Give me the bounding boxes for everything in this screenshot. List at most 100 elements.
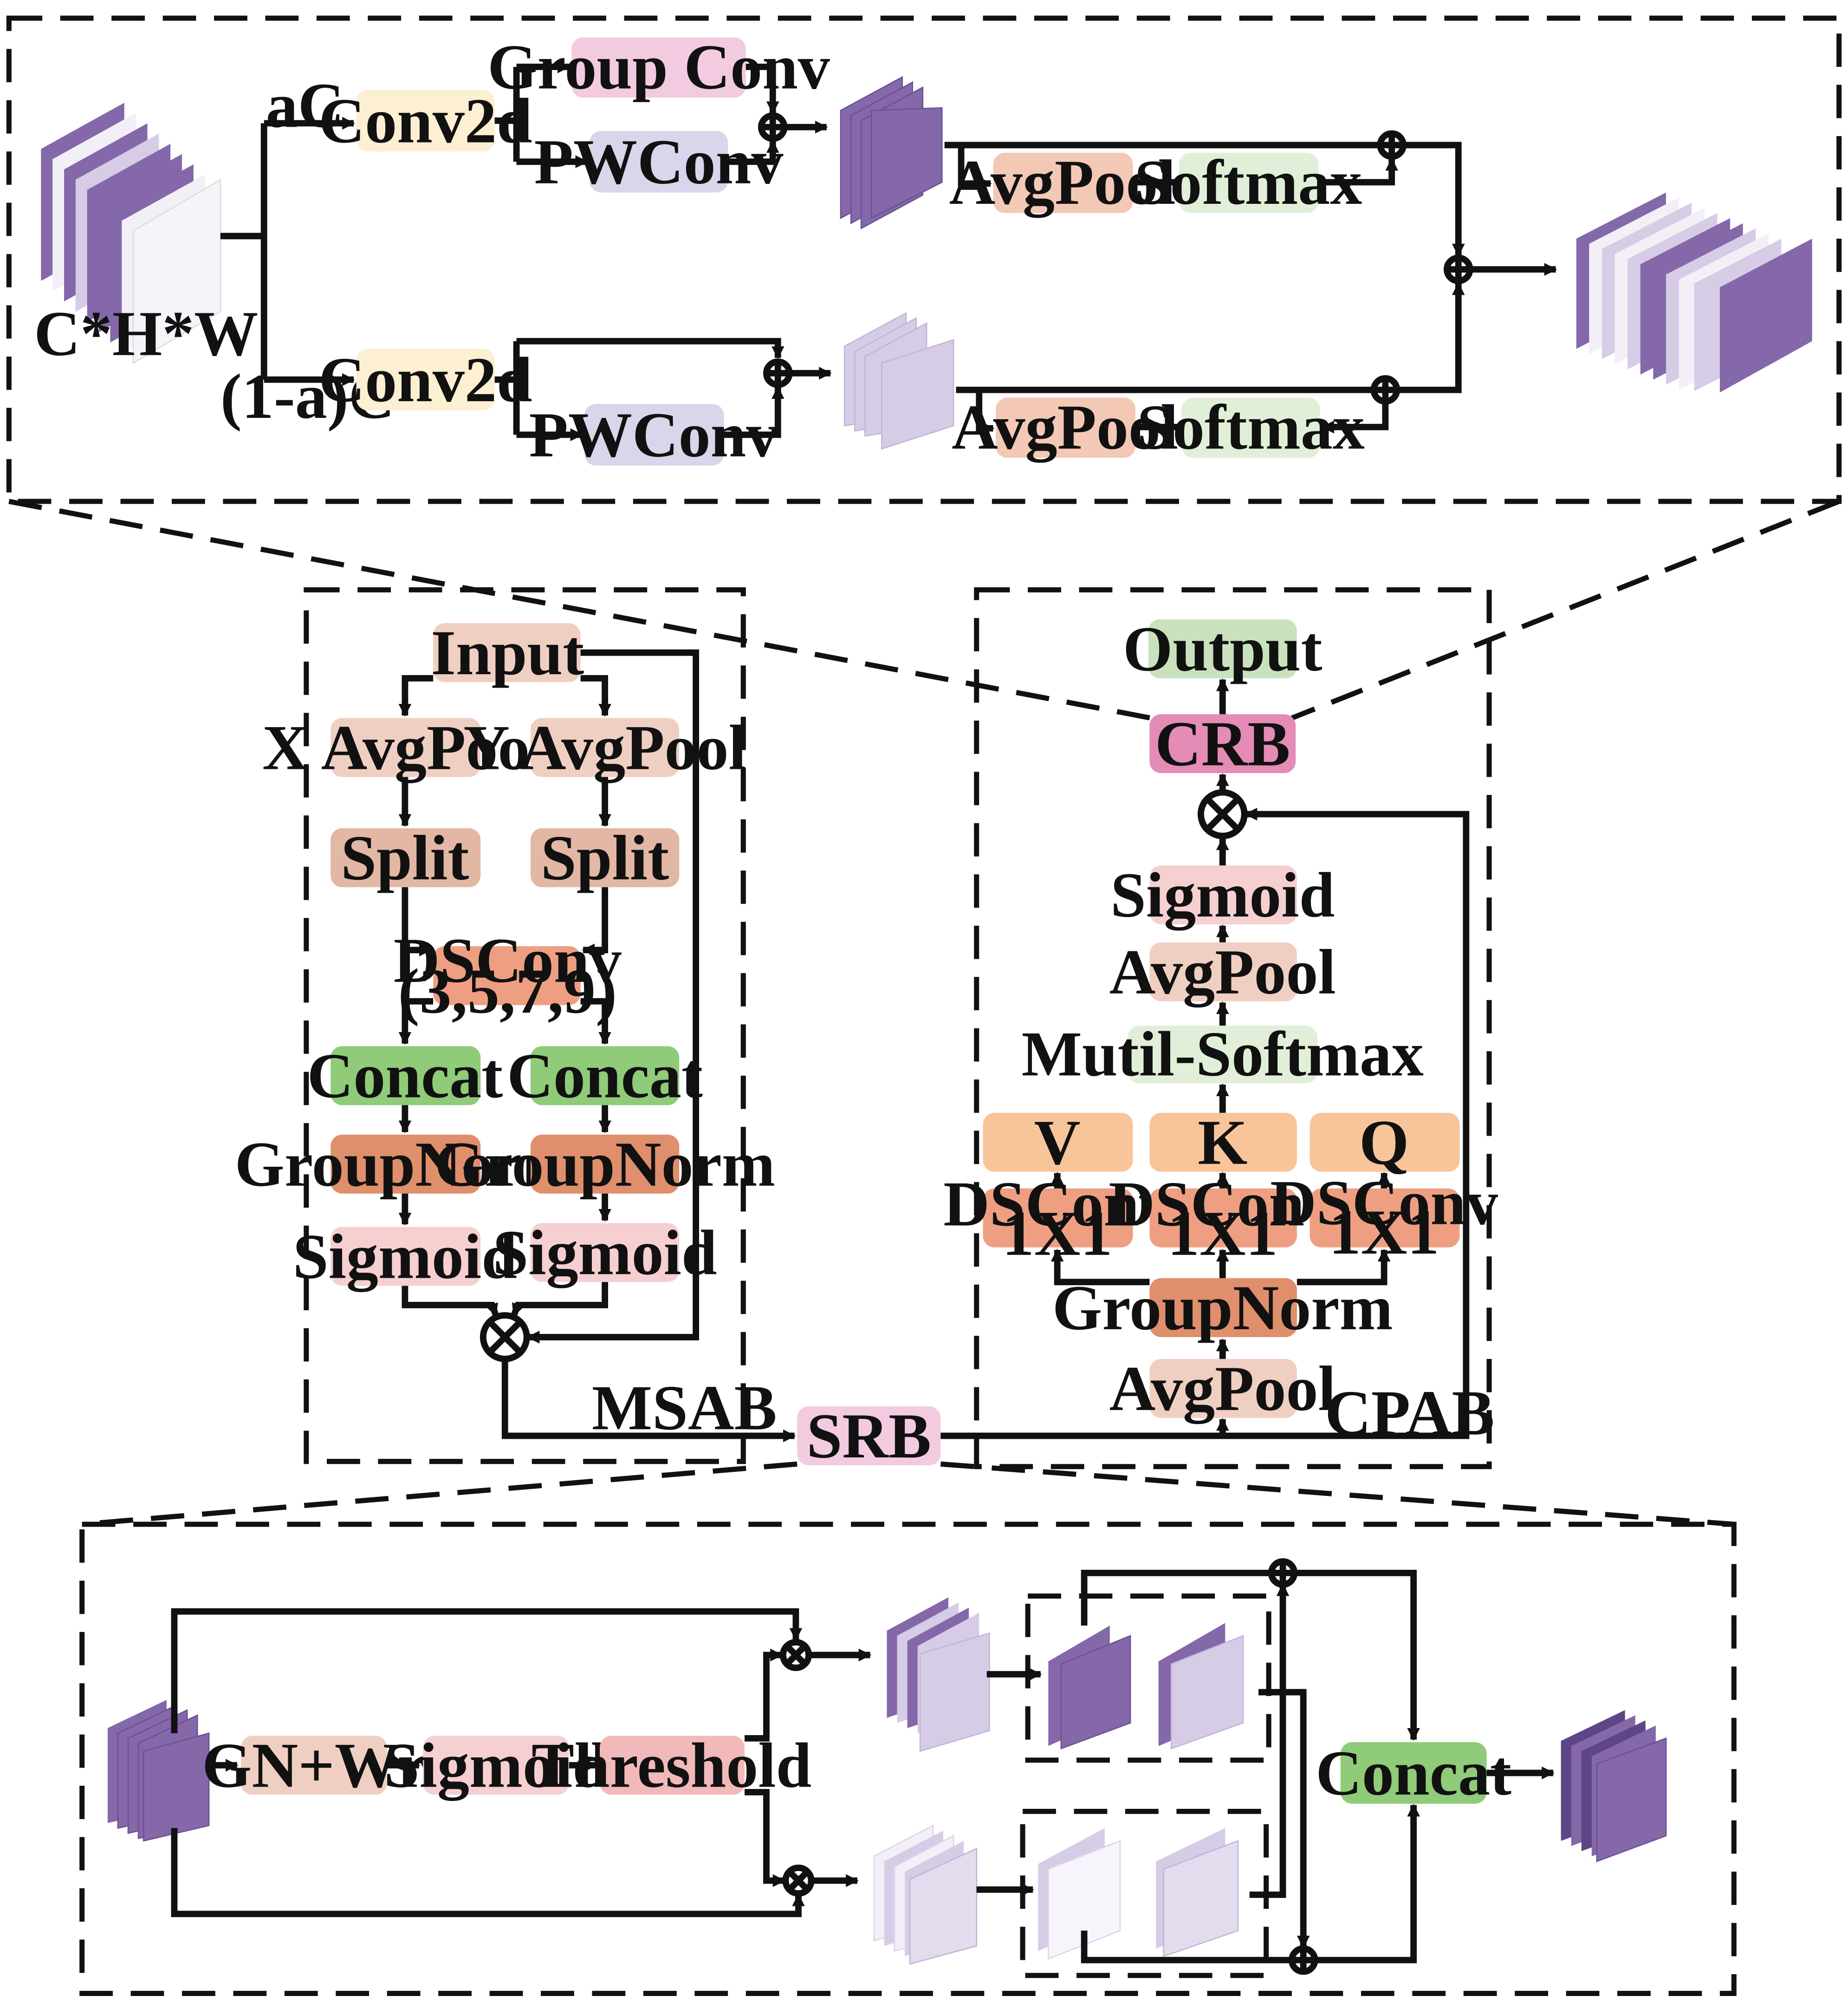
bottom-input-stack (107, 1700, 210, 1842)
multiply-node-msab (480, 1312, 530, 1362)
k-label: K (1198, 1107, 1247, 1178)
conv2d-upper-box (356, 90, 495, 152)
crb-label: CRB (1155, 708, 1290, 779)
cpab-title: CPAB (1325, 1377, 1494, 1448)
dashed-frames (6, 15, 1842, 1996)
avgpool-top-box (1149, 942, 1297, 1001)
concat-left-box (331, 1046, 481, 1105)
bottom-concat-label: Concat (1316, 1737, 1511, 1808)
bottom-upper-mixed-stack (887, 1597, 990, 1752)
add-node-bottom-top (1268, 1558, 1298, 1588)
split-right-box (530, 828, 680, 887)
groupnorm-left-box (331, 1134, 481, 1194)
bottom-panel: GN+Wr Sigmoid Threshold (107, 1558, 1667, 1975)
q-label: Q (1359, 1107, 1409, 1178)
q-box (1310, 1112, 1460, 1172)
y-avgpool-label: Y AvgPool (463, 712, 746, 783)
srb-label: SRB (807, 1400, 931, 1471)
msab-input-label: Input (431, 617, 584, 688)
input-feature-stack (41, 103, 221, 364)
dsconv-v-label-line2: 1X1 (1002, 1198, 1113, 1269)
sigmoid-right-label: Sigmoid (493, 1217, 717, 1288)
avgpool-top-label: AvgPool (1109, 936, 1336, 1008)
mutil-softmax-box (1128, 1026, 1318, 1084)
multiply-node-bottom-upper (779, 1639, 812, 1671)
dsconv-k-label-line2: 1X1 (1167, 1198, 1278, 1269)
top-panel: C*H*W aC (1-a)C Conv2d Group Conv PWConv (34, 32, 1812, 470)
dsconv-label-line2: (3,5,7,9) (398, 956, 617, 1027)
v-label: V (1034, 1107, 1081, 1178)
lower-feature-stack (843, 312, 954, 450)
bottom-lower-pale-stack (873, 1824, 978, 1965)
bottom-output-stack (1561, 1710, 1667, 1863)
mutil-softmax-label: Mutil-Softmax (1022, 1018, 1424, 1089)
group-conv-label: Group Conv (487, 32, 830, 103)
output-box (1148, 619, 1297, 678)
msab-frame (304, 587, 746, 1464)
avgpool-bottom-box (1149, 1359, 1297, 1418)
output-label: Output (1123, 613, 1323, 684)
branch-a-label: aC (266, 70, 344, 141)
dsconv-v-box (983, 1188, 1133, 1248)
sigmoid-left-label: Sigmoid (293, 1221, 517, 1292)
input-dims-label: C*H*W (34, 298, 258, 369)
avgpool-upper-box (993, 152, 1133, 213)
avgpool-bottom-label: AvgPool (1109, 1353, 1336, 1424)
split-left-label: Split (341, 822, 469, 893)
concat-left-label: Concat (307, 1040, 503, 1111)
msab-panel: Input X AvgPool Y AvgPool Split Split DS… (235, 617, 796, 1443)
y-avgpool-box (530, 718, 680, 777)
bottom-sigmoid-box (423, 1736, 569, 1795)
multiply-node-bottom-lower (782, 1864, 815, 1897)
conv2d-lower-box (356, 349, 495, 410)
groupnorm-right-box (530, 1134, 680, 1194)
bottom-panel-frame (79, 1521, 1737, 1996)
bottom-upper-light-stack (1158, 1623, 1244, 1750)
multiply-node-cpab (1197, 789, 1248, 839)
sigmoid-left-box (331, 1227, 481, 1286)
v-box (983, 1112, 1133, 1172)
softmax-upper-box (1179, 152, 1319, 213)
cpab-sigmoid-box (1149, 865, 1297, 924)
k-box (1149, 1112, 1297, 1172)
top-panel-frame (6, 15, 1842, 504)
add-node-lower-right (1370, 375, 1401, 405)
dsconv-q-label-line2: 1X1 (1329, 1196, 1439, 1268)
bottom-lower-white-stack (1038, 1828, 1121, 1960)
dsconv-label-line1: DSConv (394, 925, 622, 996)
add-node-upper (758, 112, 788, 142)
crb-box (1149, 714, 1296, 774)
dsconv-box (433, 946, 581, 1005)
bottom-concat-box (1340, 1742, 1487, 1804)
cpab-groupnorm-box (1149, 1278, 1297, 1337)
pwconv-upper-box (589, 131, 728, 193)
cpab-frame (974, 587, 1492, 1469)
sigmoid-right-box (530, 1223, 680, 1282)
concat-right-box (530, 1046, 680, 1105)
msab-input-box (433, 623, 581, 683)
threshold-box (600, 1736, 745, 1795)
add-node-lower (763, 358, 793, 388)
dsconv-k-box (1149, 1188, 1297, 1248)
add-node-merge (1443, 254, 1473, 284)
add-node-bottom-bottom (1288, 1945, 1318, 1975)
split-right-label: Split (541, 822, 669, 893)
dsconv-q-box (1310, 1188, 1460, 1248)
gn-wr-box (241, 1736, 387, 1795)
split-left-box (331, 828, 481, 887)
concat-right-label: Concat (507, 1040, 703, 1111)
avgpool-lower-box (996, 397, 1136, 458)
cpab-sigmoid-label: Sigmoid (1110, 859, 1335, 930)
cpab-panel: AvgPool GroupNorm DSConv 1X1 DSConv 1X1 … (940, 613, 1498, 1448)
groupnorm-right-label: GroupNorm (434, 1129, 775, 1200)
msab-title: MSAB (592, 1372, 777, 1443)
upper-feature-stack (840, 76, 943, 230)
threshold-label: Threshold (532, 1730, 811, 1801)
softmax-lower-box (1181, 397, 1320, 458)
x-avgpool-label: X AvgPool (262, 712, 548, 783)
group-conv-box (571, 37, 746, 98)
x-avgpool-box (331, 718, 481, 777)
output-feature-stack (1576, 192, 1812, 393)
add-node-upper-right (1377, 130, 1407, 160)
